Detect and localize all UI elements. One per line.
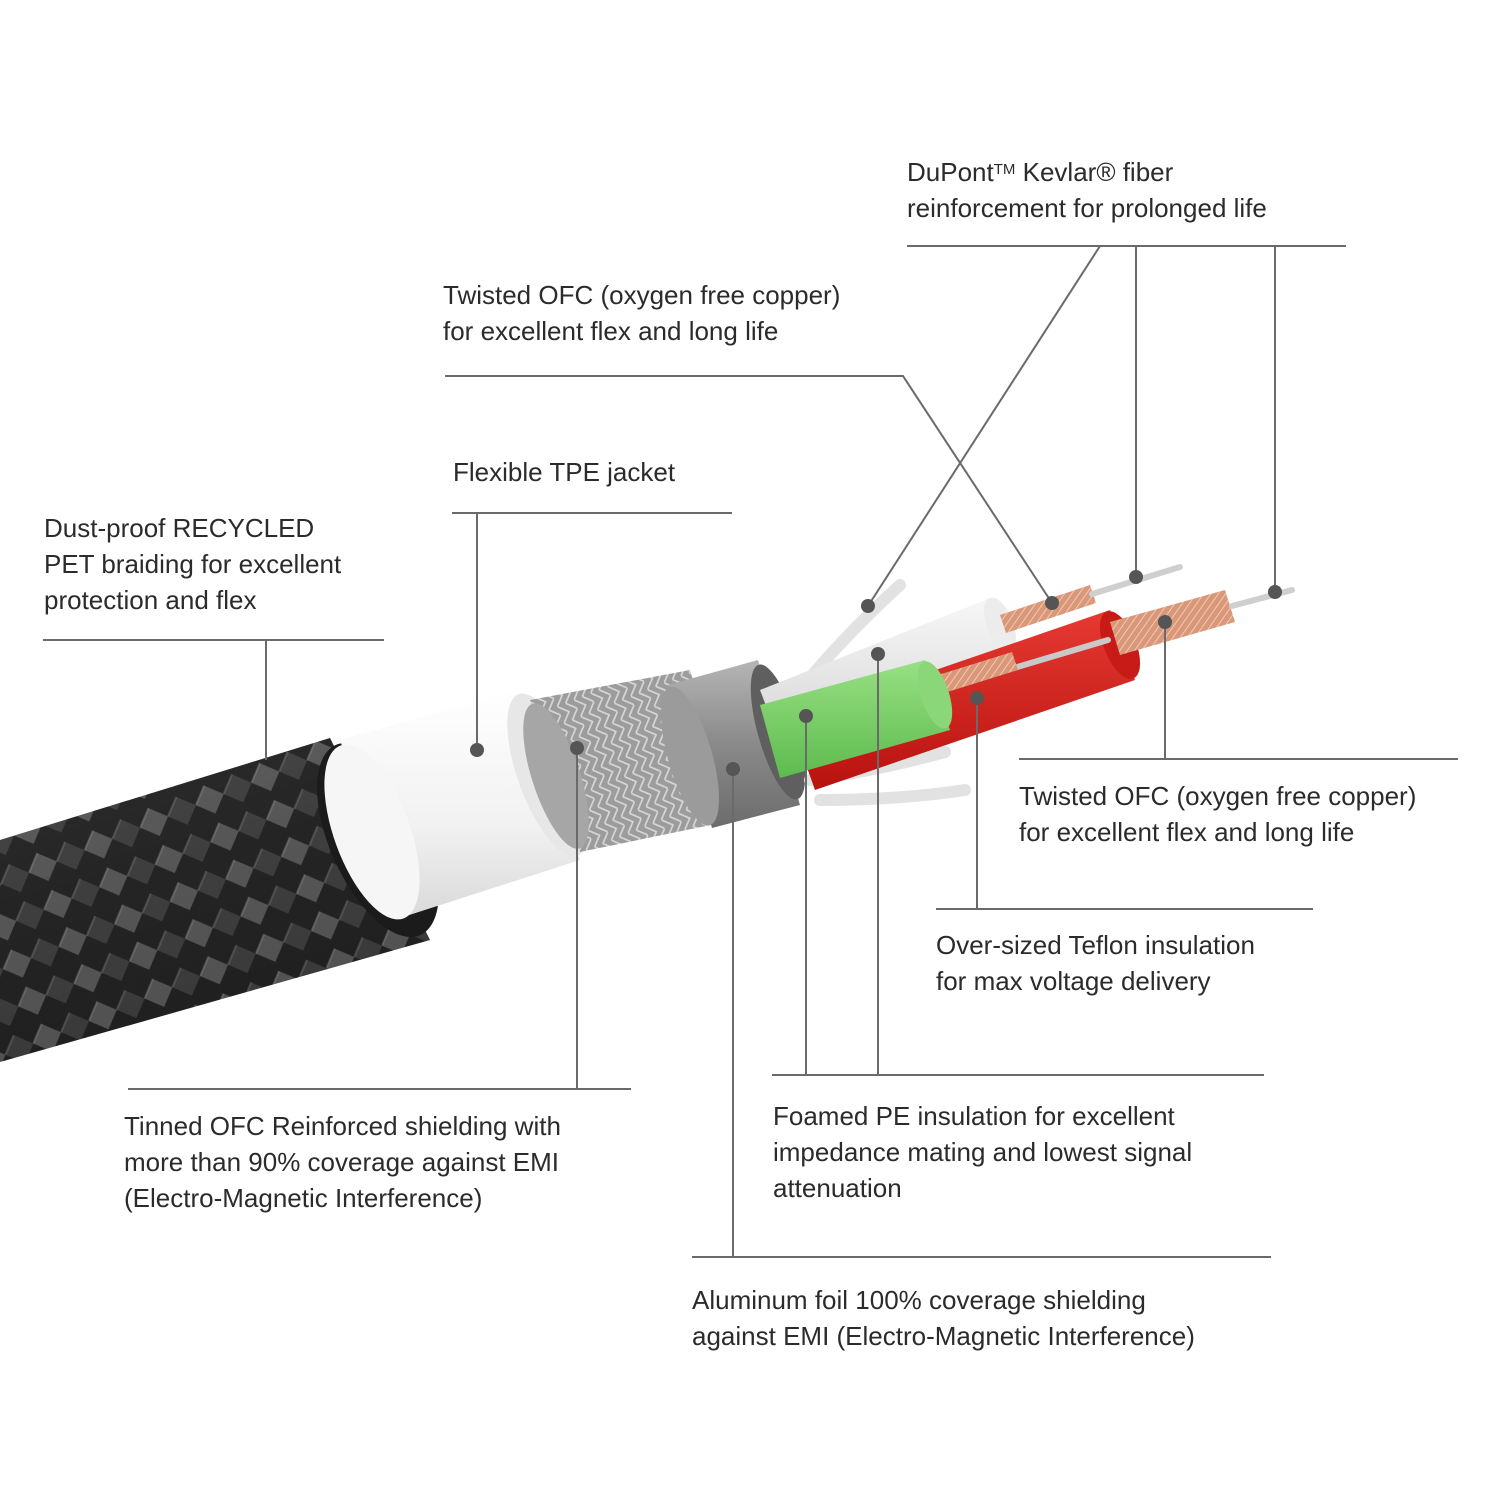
label-tpe-line1: Flexible TPE jacket	[453, 457, 676, 487]
label-pet-line2: PET braiding for excellent	[44, 549, 342, 579]
label-aluminum: Aluminum foil 100% coverage shielding ag…	[692, 1282, 1195, 1354]
label-tinned-line1: Tinned OFC Reinforced shielding with	[124, 1111, 561, 1141]
label-aluminum-line2: against EMI (Electro-Magnetic Interferen…	[692, 1321, 1195, 1351]
label-tinned-line3: (Electro-Magnetic Interference)	[124, 1183, 483, 1213]
label-kevlar-line1: DuPontTM Kevlar® fiber	[907, 157, 1174, 187]
leader-dots	[470, 570, 1282, 776]
label-foamed-line1: Foamed PE insulation for excellent	[773, 1101, 1175, 1131]
label-teflon-line2: for max voltage delivery	[936, 966, 1211, 996]
trademark-mark: TM	[993, 161, 1016, 178]
label-aluminum-line1: Aluminum foil 100% coverage shielding	[692, 1285, 1146, 1315]
label-tinned: Tinned OFC Reinforced shielding with mor…	[124, 1108, 561, 1216]
label-kevlar: DuPontTM Kevlar® fiber reinforcement for…	[907, 154, 1267, 226]
label-tpe: Flexible TPE jacket	[453, 454, 675, 490]
label-ofc-right-line2: for excellent flex and long life	[1019, 817, 1355, 847]
label-pet: Dust-proof RECYCLED PET braiding for exc…	[44, 510, 341, 618]
label-ofc-right-line1: Twisted OFC (oxygen free copper)	[1019, 781, 1417, 811]
green-core	[760, 660, 953, 778]
label-pet-line3: protection and flex	[44, 585, 257, 615]
label-kevlar-line2: reinforcement for prolonged life	[907, 193, 1267, 223]
label-foamed-line3: attenuation	[773, 1173, 902, 1203]
label-ofc-top-line1: Twisted OFC (oxygen free copper)	[443, 280, 841, 310]
label-teflon-line1: Over-sized Teflon insulation	[936, 930, 1255, 960]
label-pet-line1: Dust-proof RECYCLED	[44, 513, 315, 543]
label-foamed: Foamed PE insulation for excellent imped…	[773, 1098, 1192, 1206]
label-teflon: Over-sized Teflon insulation for max vol…	[936, 927, 1255, 999]
label-ofc-right: Twisted OFC (oxygen free copper) for exc…	[1019, 778, 1416, 850]
label-ofc-top-line2: for excellent flex and long life	[443, 316, 779, 346]
leader-lines	[43, 245, 1458, 1258]
label-tinned-line2: more than 90% coverage against EMI	[124, 1147, 560, 1177]
label-foamed-line2: impedance mating and lowest signal	[773, 1137, 1193, 1167]
label-ofc-top: Twisted OFC (oxygen free copper) for exc…	[443, 277, 840, 349]
